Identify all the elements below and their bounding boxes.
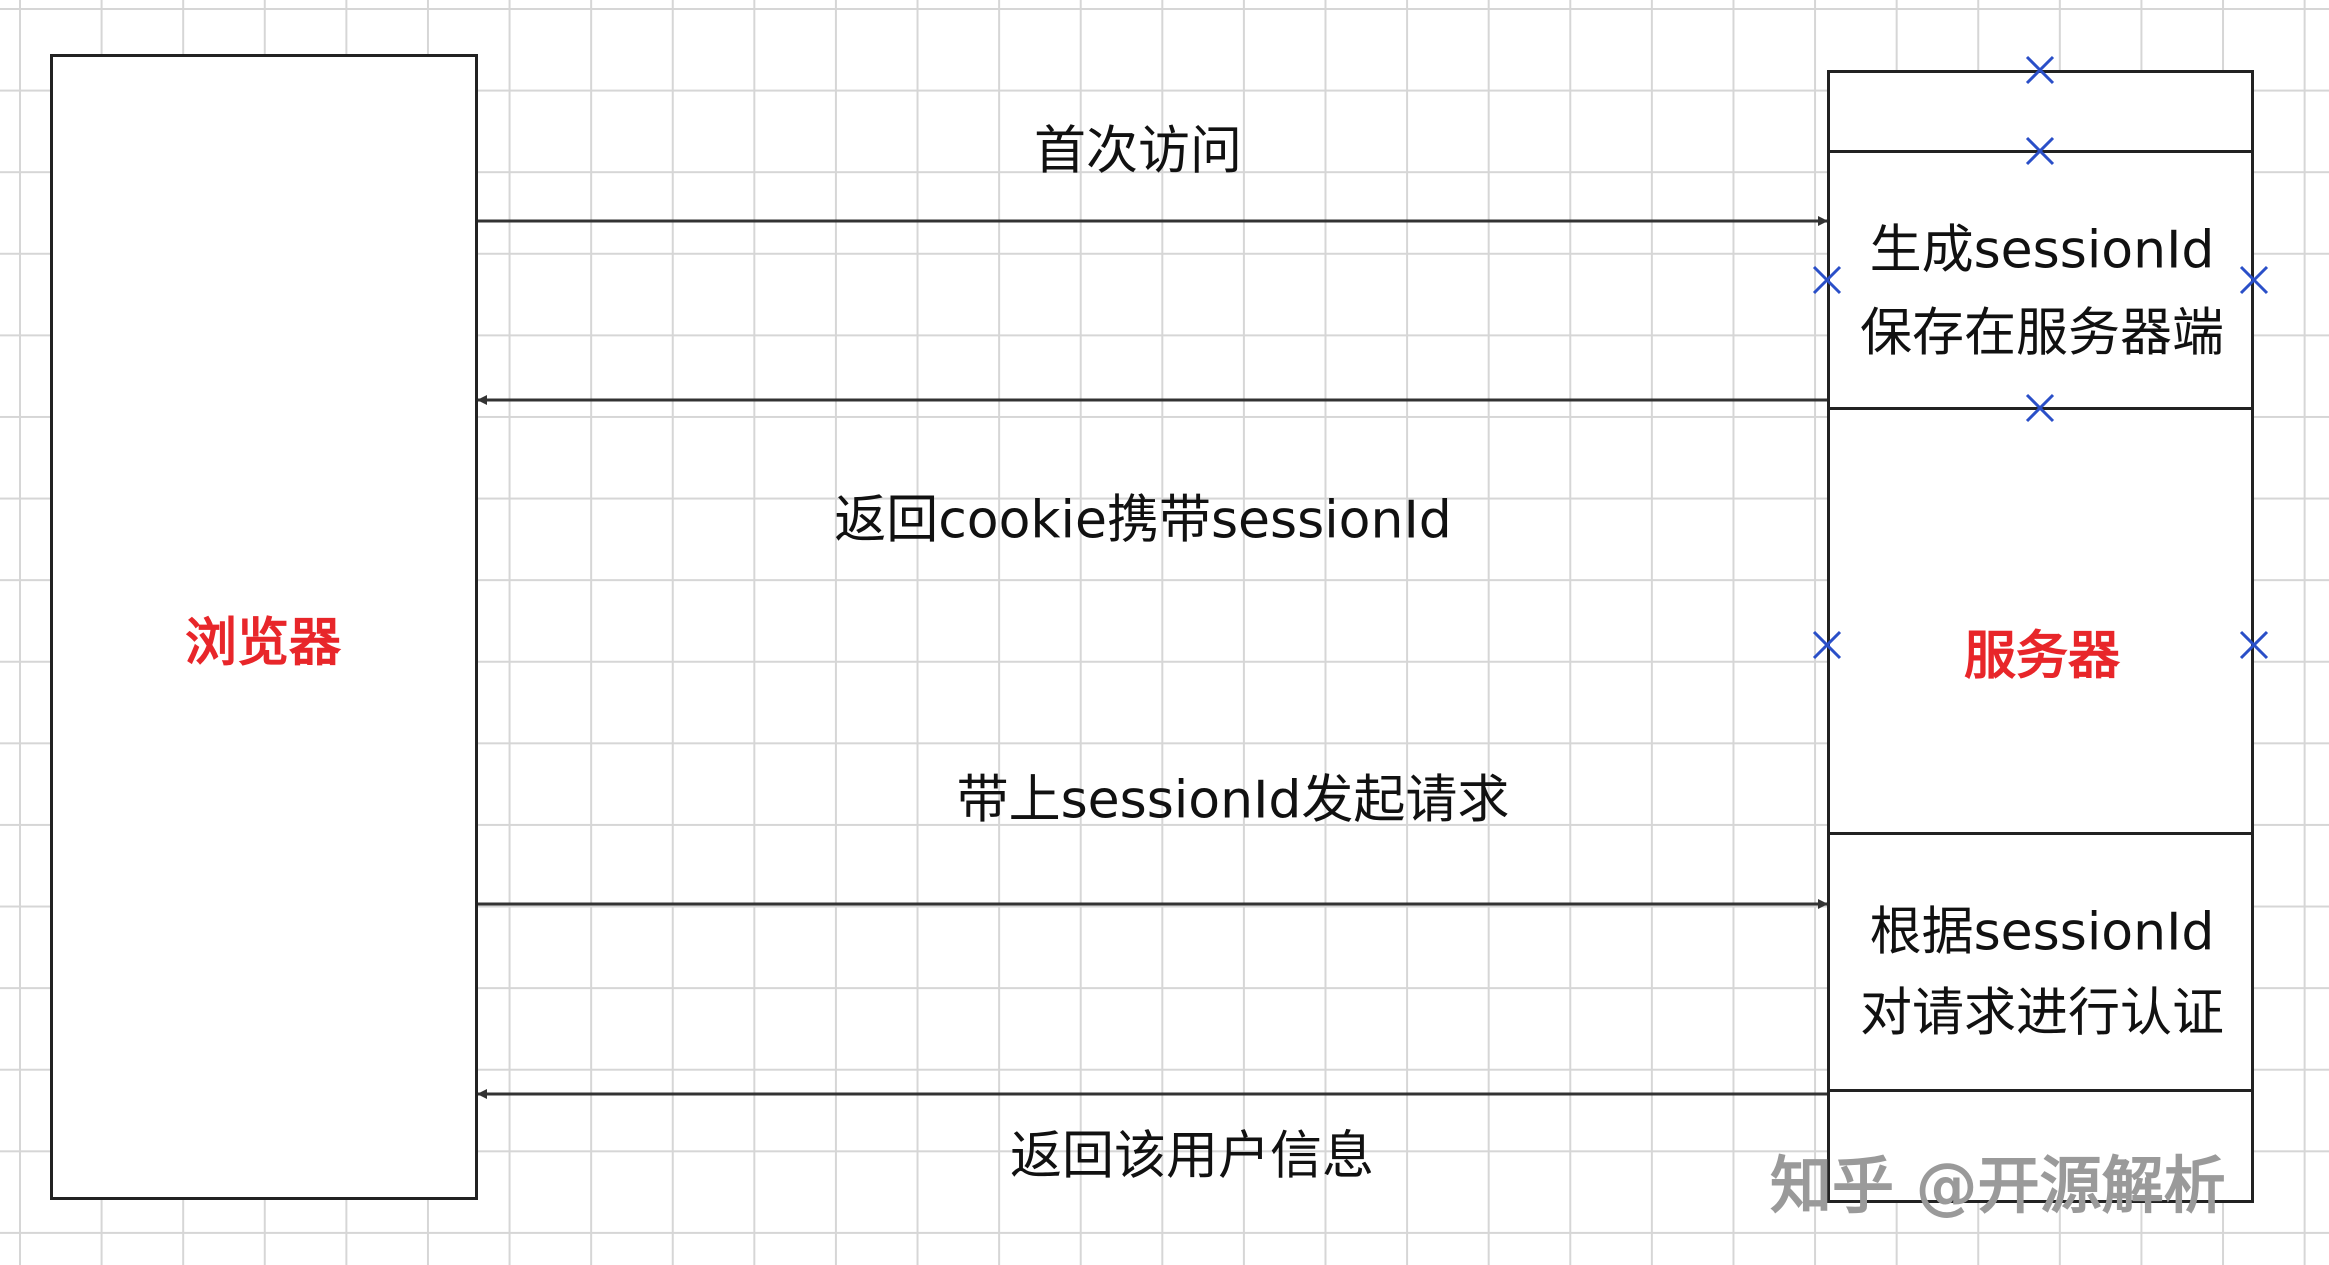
message-label: 首次访问 xyxy=(1033,121,1243,182)
server-label: 服务器 xyxy=(1963,626,2121,687)
marker-x-icon xyxy=(1812,630,1842,660)
watermark: 知乎 @开源解析 xyxy=(1770,1149,2226,1222)
message-label: 返回cookie携带sessionId xyxy=(834,490,1452,551)
marker-x-icon xyxy=(2239,630,2269,660)
message-label: 带上sessionId发起请求 xyxy=(956,770,1510,831)
marker-x-icon xyxy=(2025,55,2055,85)
marker-x-icon xyxy=(2025,136,2055,166)
server-divider xyxy=(1827,832,2254,835)
server-divider xyxy=(1827,1089,2254,1092)
server-step2-line2: 对请求进行认证 xyxy=(1859,983,2225,1044)
marker-x-icon xyxy=(1812,265,1842,295)
marker-x-icon xyxy=(2239,265,2269,295)
server-box xyxy=(1827,70,2254,1203)
server-step2-line1: 根据sessionId xyxy=(1869,902,2215,963)
selection-markers xyxy=(1812,55,2269,660)
server-step1-line2: 保存在服务器端 xyxy=(1859,303,2225,364)
message-label: 返回该用户信息 xyxy=(1009,1126,1375,1187)
browser-box xyxy=(50,54,478,1200)
marker-x-icon xyxy=(2025,393,2055,423)
browser-label: 浏览器 xyxy=(184,613,342,674)
server-step1-line1: 生成sessionId xyxy=(1869,220,2215,281)
